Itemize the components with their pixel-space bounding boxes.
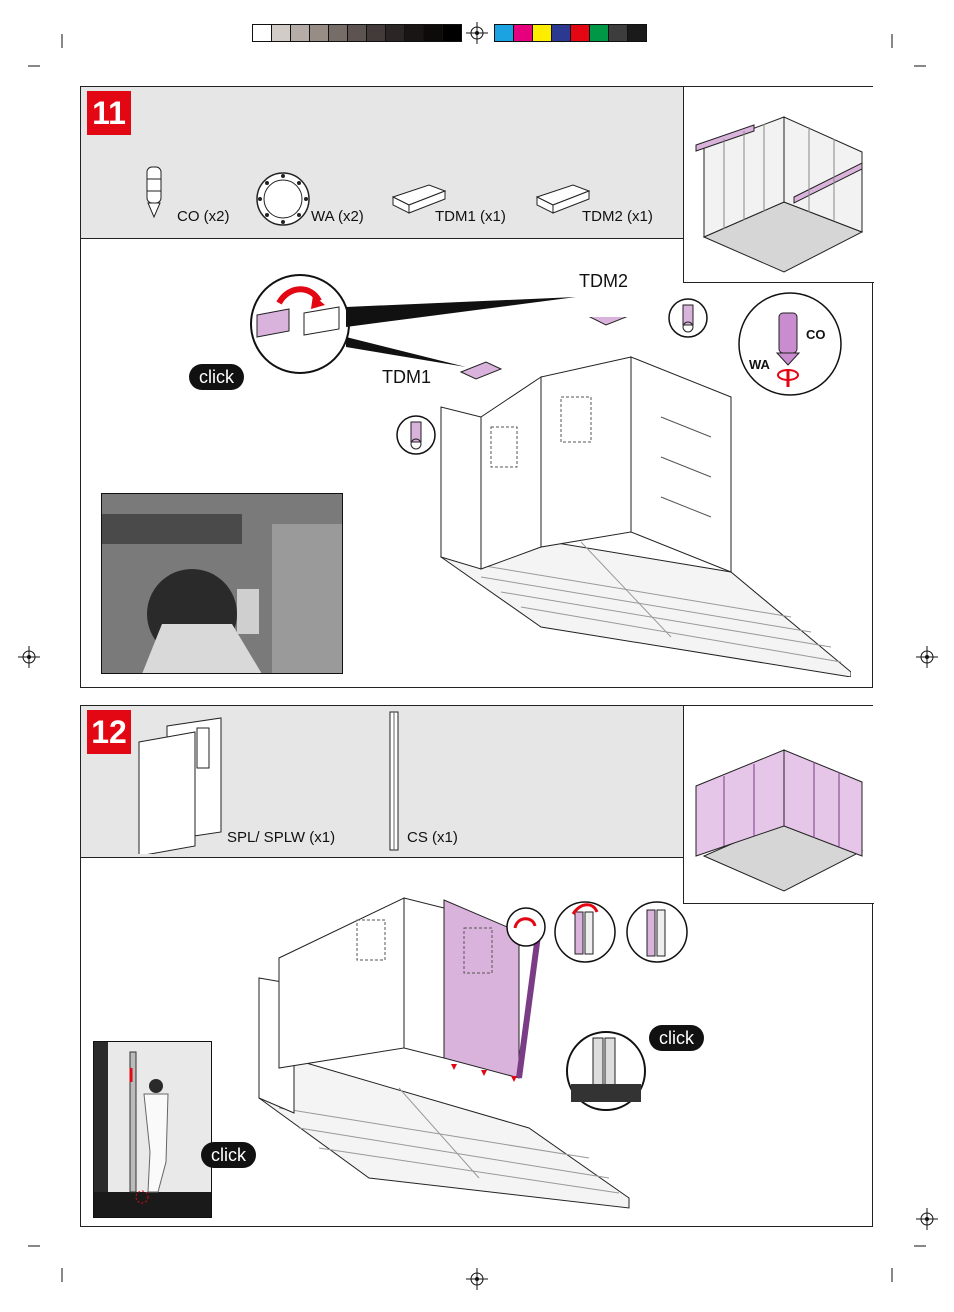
side-panel-icon xyxy=(137,714,227,854)
registration-mark-icon xyxy=(916,1208,938,1230)
step-number: 12 xyxy=(87,710,131,754)
calibration-swatch xyxy=(423,24,443,42)
callout-tdm2: TDM2 xyxy=(579,271,628,292)
calibration-swatch xyxy=(347,24,367,42)
calibration-swatch xyxy=(589,24,609,42)
calibration-swatch xyxy=(494,24,514,42)
part-label-tdm2: TDM2 (x1) xyxy=(582,208,653,225)
calibration-swatch xyxy=(570,24,590,42)
calibration-swatch xyxy=(290,24,310,42)
photo-worker-illustration xyxy=(94,1042,211,1217)
calibration-swatch xyxy=(608,24,628,42)
corner-strip-icon xyxy=(387,710,401,854)
click-detail-icon xyxy=(565,1030,647,1112)
overview-thumbnail xyxy=(683,87,874,283)
shed-overview-drawing xyxy=(684,87,874,282)
calibration-swatch xyxy=(513,24,533,42)
zoom-callout-lines xyxy=(346,287,586,377)
calibration-swatch xyxy=(385,24,405,42)
callout-tdm1: TDM1 xyxy=(382,367,431,388)
click-bubble: click xyxy=(189,364,244,390)
registration-mark-icon xyxy=(466,1268,488,1290)
part-label-wa: WA (x2) xyxy=(311,208,364,225)
calibration-swatch xyxy=(442,24,462,42)
registration-mark-icon xyxy=(466,22,488,44)
part-label-cs: CS (x1) xyxy=(407,829,458,846)
corner-strip-fitted-icon xyxy=(625,900,689,964)
step-number: 11 xyxy=(87,91,131,135)
calibration-swatch xyxy=(328,24,348,42)
calibration-swatch xyxy=(404,24,424,42)
registration-mark-icon xyxy=(916,646,938,668)
calibration-swatch xyxy=(627,24,647,42)
zoom-detail-clip-icon xyxy=(249,273,351,375)
click-bubble: click xyxy=(201,1142,256,1168)
installation-photo xyxy=(93,1041,212,1218)
photo-worker-illustration xyxy=(102,494,342,674)
connector-zoom-icon xyxy=(667,297,709,339)
step-12-panel: 12 SPL/ SPLW (x1) CS (x1) click xyxy=(80,705,873,1227)
calibration-swatch xyxy=(532,24,552,42)
calibration-swatch xyxy=(271,24,291,42)
connector-zoom-icon xyxy=(395,414,437,456)
callout-co: CO xyxy=(806,327,826,342)
calibration-swatch xyxy=(252,24,272,42)
overview-thumbnail xyxy=(683,706,874,904)
installation-photo xyxy=(101,493,343,674)
rotate-detail-icon xyxy=(505,906,547,948)
part-label-co: CO (x2) xyxy=(177,208,230,225)
calibration-swatch xyxy=(309,24,329,42)
part-label-tdm1: TDM1 (x1) xyxy=(435,208,506,225)
calibration-swatch xyxy=(366,24,386,42)
corner-strip-slide-icon xyxy=(553,900,617,964)
connector-icon xyxy=(139,165,169,225)
calibration-swatch xyxy=(551,24,571,42)
shed-overview-drawing xyxy=(684,706,874,902)
part-label-spl: SPL/ SPLW (x1) xyxy=(227,829,335,846)
registration-mark-icon xyxy=(18,646,40,668)
callout-wa: WA xyxy=(749,357,770,372)
co-wa-detail-icon xyxy=(737,291,843,397)
click-bubble: click xyxy=(649,1025,704,1051)
washer-icon xyxy=(255,171,311,227)
step-11-panel: 11 CO (x2) WA (x2) TDM1 (x1) TDM2 (x1) xyxy=(80,86,873,688)
